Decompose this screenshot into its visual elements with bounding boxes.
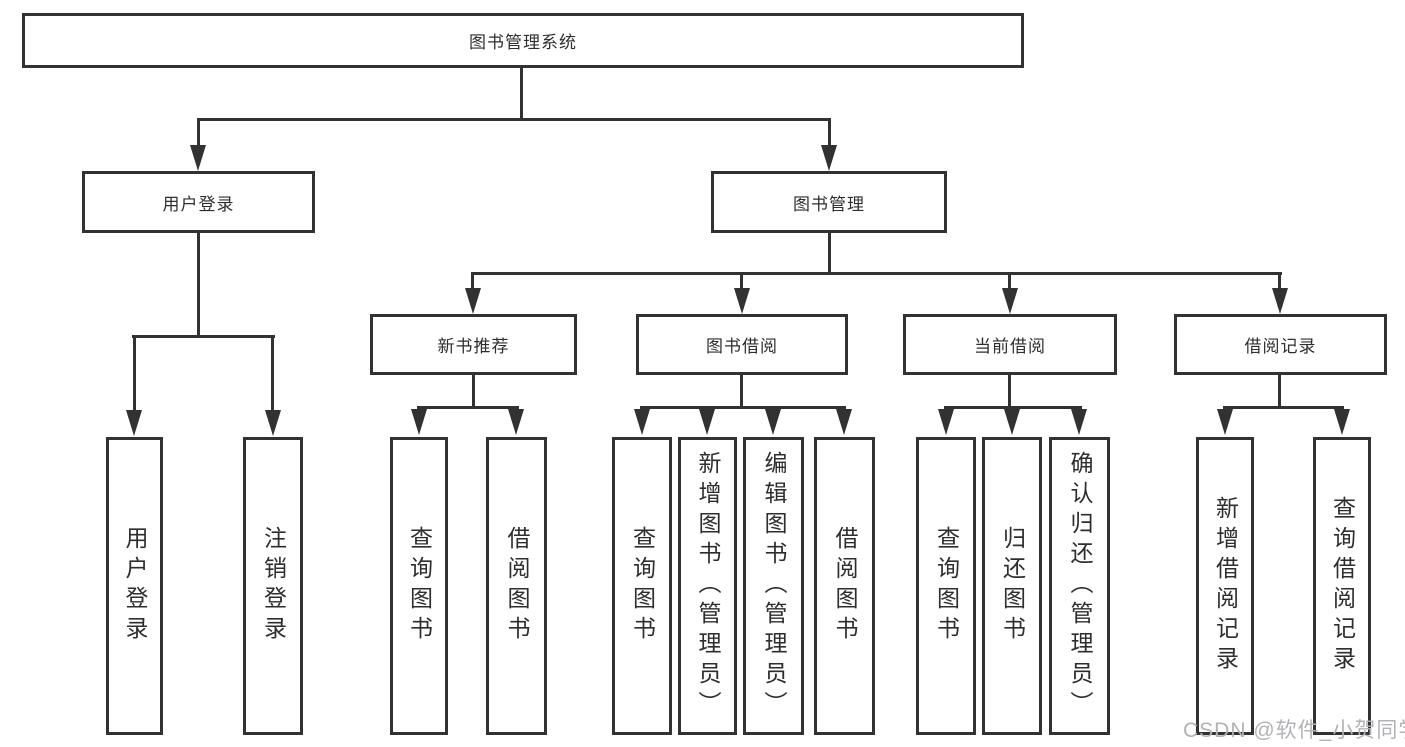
node-library-management-system: 图书管理系统 xyxy=(22,13,1024,68)
leaf-label: 查询借阅记录 xyxy=(1329,496,1356,676)
arrowhead-icon xyxy=(1217,409,1233,435)
connector-stub xyxy=(1278,272,1281,289)
node-label: 当前借阅 xyxy=(974,337,1046,356)
leaf-label: 新增图书（管理员） xyxy=(695,451,721,721)
connector-stub xyxy=(828,118,831,146)
arrowhead-icon xyxy=(190,145,206,171)
leaf-confirm-return-admin: 确认归还（管理员） xyxy=(1049,437,1110,735)
connector-book-management-stem xyxy=(828,233,831,274)
node-new-book-recommendation: 新书推荐 xyxy=(370,314,577,375)
connector-level3-branch xyxy=(471,272,1282,275)
arrowhead-icon xyxy=(821,145,837,171)
arrowhead-icon xyxy=(508,409,524,435)
connector-stub xyxy=(133,335,136,412)
leaf-label: 编辑图书（管理员） xyxy=(761,451,787,721)
leaf-logout-login: 注销登录 xyxy=(243,437,303,735)
arrowhead-icon xyxy=(1071,409,1087,435)
leaf-user-login: 用户登录 xyxy=(106,437,163,735)
leaf-borrow-books-recommend: 借阅图书 xyxy=(486,437,547,735)
arrowhead-icon xyxy=(265,410,281,436)
arrowhead-icon xyxy=(1002,288,1018,314)
node-label: 图书管理 xyxy=(793,194,865,214)
connector-stub xyxy=(271,335,274,412)
leaf-add-borrow-record: 新增借阅记录 xyxy=(1196,437,1254,735)
connector-stem xyxy=(1278,375,1281,409)
leaf-label: 用户登录 xyxy=(122,526,148,646)
connector-branch xyxy=(1223,406,1344,409)
node-book-management: 图书管理 xyxy=(711,171,947,233)
connector-branch xyxy=(944,406,1082,409)
leaf-query-books-current: 查询图书 xyxy=(916,437,976,735)
leaf-label: 查询图书 xyxy=(933,526,960,646)
node-label: 新书推荐 xyxy=(437,337,510,356)
arrowhead-icon xyxy=(765,409,781,435)
node-label: 图书借阅 xyxy=(706,337,778,356)
arrowhead-icon xyxy=(938,409,954,435)
arrowhead-icon xyxy=(1334,409,1350,435)
leaf-label: 确认归还（管理员） xyxy=(1067,451,1093,721)
connector-stub xyxy=(471,272,474,289)
leaf-query-books-borrowing: 查询图书 xyxy=(612,437,672,735)
arrowhead-icon xyxy=(411,409,427,435)
arrowhead-icon xyxy=(1272,288,1288,314)
arrowhead-icon xyxy=(734,288,750,314)
leaf-label: 新增借阅记录 xyxy=(1212,496,1239,676)
node-user-login: 用户登录 xyxy=(82,171,315,233)
arrowhead-icon xyxy=(126,410,142,436)
leaf-query-borrow-record: 查询借阅记录 xyxy=(1313,437,1371,735)
connector-stub xyxy=(197,118,200,146)
node-borrowing-records: 借阅记录 xyxy=(1174,314,1387,375)
leaf-label: 借阅图书 xyxy=(832,526,858,646)
leaf-label: 查询图书 xyxy=(629,526,656,646)
node-current-borrowing: 当前借阅 xyxy=(903,314,1117,375)
connector-user-login-stem xyxy=(197,233,200,337)
leaf-label: 注销登录 xyxy=(260,526,287,646)
leaf-label: 归还图书 xyxy=(999,526,1026,646)
leaf-edit-books-admin: 编辑图书（管理员） xyxy=(743,437,804,735)
connector-stub xyxy=(1008,272,1011,289)
connector-stem xyxy=(1008,375,1011,409)
leaf-label: 查询图书 xyxy=(406,526,433,646)
arrowhead-icon xyxy=(699,409,715,435)
leaf-borrow-books-borrowing: 借阅图书 xyxy=(814,437,875,735)
node-label: 图书管理系统 xyxy=(469,33,577,52)
connector-stub xyxy=(740,272,743,289)
node-label: 用户登录 xyxy=(162,194,235,214)
leaf-return-books: 归还图书 xyxy=(982,437,1042,735)
node-book-borrowing: 图书借阅 xyxy=(636,314,848,375)
connector-stem xyxy=(740,375,743,409)
leaf-label: 借阅图书 xyxy=(504,526,530,646)
node-label: 借阅记录 xyxy=(1244,337,1317,356)
arrowhead-icon xyxy=(465,288,481,314)
connector-root-stem xyxy=(520,67,523,119)
arrowhead-icon xyxy=(836,409,852,435)
csdn-watermark: CSDN @软件_小贺同学 xyxy=(1183,719,1405,742)
connector-stem xyxy=(472,375,475,409)
connector-branch xyxy=(640,406,846,409)
leaf-add-books-admin: 新增图书（管理员） xyxy=(678,437,737,735)
arrowhead-icon xyxy=(1004,409,1020,435)
connector-user-login-branch xyxy=(132,335,275,338)
connector-level2-branch xyxy=(197,118,831,121)
arrowhead-icon xyxy=(634,409,650,435)
leaf-query-books-recommend: 查询图书 xyxy=(390,437,448,735)
connector-branch xyxy=(417,406,519,409)
